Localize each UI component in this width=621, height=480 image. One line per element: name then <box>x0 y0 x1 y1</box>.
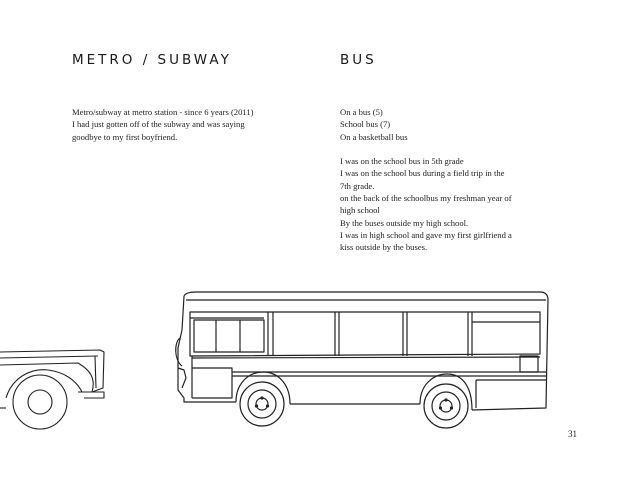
text-line: kiss outside by the buses. <box>340 242 428 253</box>
text-line: I had just gotten off of the subway and … <box>72 119 245 130</box>
metro-subway-text: Metro/subway at metro station - since 6 … <box>72 106 254 143</box>
text-line: I was on the school bus in 5th grade <box>340 156 464 167</box>
page-number: 31 <box>568 429 577 439</box>
text-line: goodbye to my first boyfriend. <box>72 131 178 142</box>
bus-rear-wheel-drawing <box>423 383 469 429</box>
text-line: On a basketball bus <box>340 131 408 142</box>
text-line: 7th grade. <box>340 180 375 191</box>
truck-rear-drawing <box>0 349 105 409</box>
text-line: Metro/subway at metro station - since 6 … <box>72 107 254 117</box>
text-line: On a bus (5) <box>340 107 383 117</box>
text-line: By the buses outside my high school. <box>340 217 469 228</box>
bus-front-wheel-drawing <box>239 381 285 427</box>
text-line: I was on the school bus during a field t… <box>340 168 505 179</box>
bus-heading: BUS <box>340 52 377 68</box>
bus-drawing <box>175 291 549 411</box>
truck-wheel-drawing <box>12 374 68 430</box>
bus-text: On a bus (5) School bus (7) On a basketb… <box>340 106 512 254</box>
metro-subway-heading: METRO / SUBWAY <box>72 52 232 68</box>
text-line: School bus (7) <box>340 119 391 130</box>
text-line: high school <box>340 205 380 216</box>
text-line: I was in high school and gave my first g… <box>340 229 512 240</box>
text-line: on the back of the schoolbus my freshman… <box>340 193 512 204</box>
